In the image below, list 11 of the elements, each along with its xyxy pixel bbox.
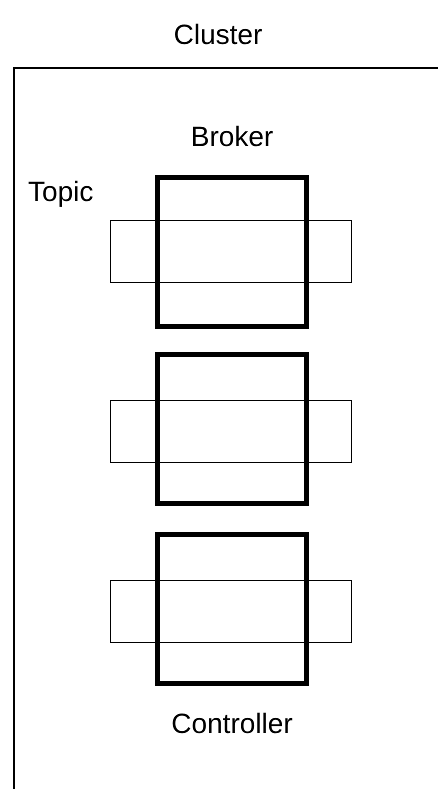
node-label: Broker xyxy=(190,123,274,151)
cluster-frame xyxy=(13,67,438,789)
node-label: Cluster xyxy=(172,21,264,49)
topic-box xyxy=(110,220,352,283)
broker-box xyxy=(155,175,309,329)
topic-box xyxy=(110,580,352,643)
node-label: Topic xyxy=(28,178,94,206)
broker-box xyxy=(155,352,309,506)
topic-box xyxy=(110,400,352,463)
node-label: Controller xyxy=(170,710,294,738)
broker-box xyxy=(155,532,309,686)
